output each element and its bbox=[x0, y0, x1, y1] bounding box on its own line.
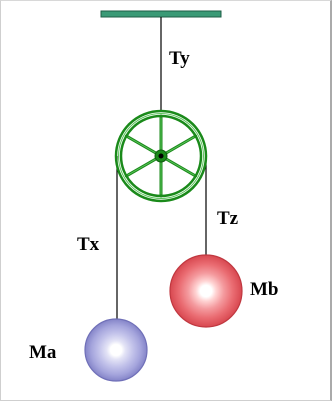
label-ty: Ty bbox=[169, 48, 190, 69]
pulley-wheel bbox=[116, 111, 206, 201]
label-mb: Mb bbox=[250, 279, 279, 300]
mass-a bbox=[85, 319, 147, 381]
label-tx: Tx bbox=[77, 234, 100, 255]
label-tz: Tz bbox=[217, 208, 239, 229]
ceiling-bar bbox=[101, 11, 221, 17]
label-ma: Ma bbox=[29, 342, 57, 363]
mass-b bbox=[170, 255, 242, 327]
